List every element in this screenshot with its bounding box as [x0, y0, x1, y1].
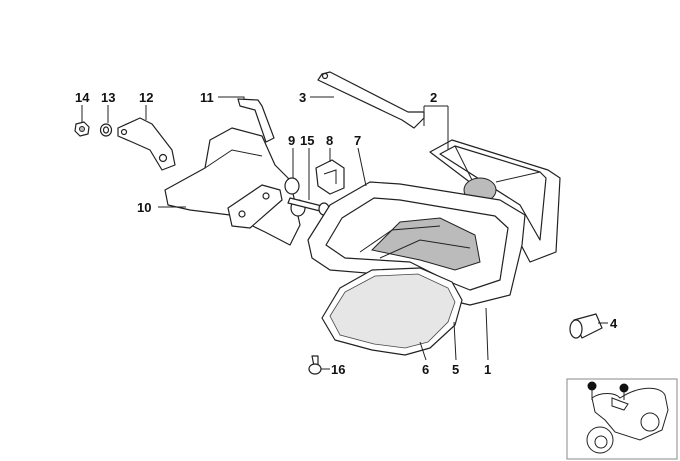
callout-8[interactable]: 8 — [326, 133, 333, 148]
callout-9[interactable]: 9 — [288, 133, 295, 148]
callout-15[interactable]: 15 — [300, 133, 314, 148]
part-clip-11[interactable] — [237, 98, 275, 143]
callout-12[interactable]: 12 — [139, 90, 153, 105]
callout-3[interactable]: 3 — [299, 90, 306, 105]
part-housing-1[interactable] — [307, 181, 526, 306]
callout-7[interactable]: 7 — [354, 133, 361, 148]
callout-11[interactable]: 11 — [200, 90, 214, 105]
motorcycle-location-inset — [566, 378, 678, 460]
part-lens-6[interactable] — [321, 267, 463, 356]
part-tool-3[interactable] — [317, 71, 425, 129]
callout-5[interactable]: 5 — [452, 362, 459, 377]
callout-4[interactable]: 4 — [610, 316, 618, 331]
leader-lines — [81, 96, 608, 370]
part-washer-13[interactable] — [99, 123, 113, 137]
callout-16[interactable]: 16 — [331, 362, 345, 377]
callout-1[interactable]: 1 — [484, 362, 491, 377]
part-holder-10[interactable] — [164, 127, 301, 246]
callout-13[interactable]: 13 — [101, 90, 115, 105]
part-grommet-8[interactable] — [315, 159, 345, 195]
part-nut-14[interactable] — [74, 121, 90, 137]
part-bushing-4[interactable] — [569, 313, 603, 339]
callout-10[interactable]: 10 — [137, 200, 151, 215]
part-bracket-12[interactable] — [117, 117, 176, 171]
callout-14[interactable]: 14 — [75, 90, 90, 105]
callout-6[interactable]: 6 — [422, 362, 429, 377]
callout-2[interactable]: 2 — [430, 90, 437, 105]
part-bulb-16[interactable] — [308, 355, 322, 375]
